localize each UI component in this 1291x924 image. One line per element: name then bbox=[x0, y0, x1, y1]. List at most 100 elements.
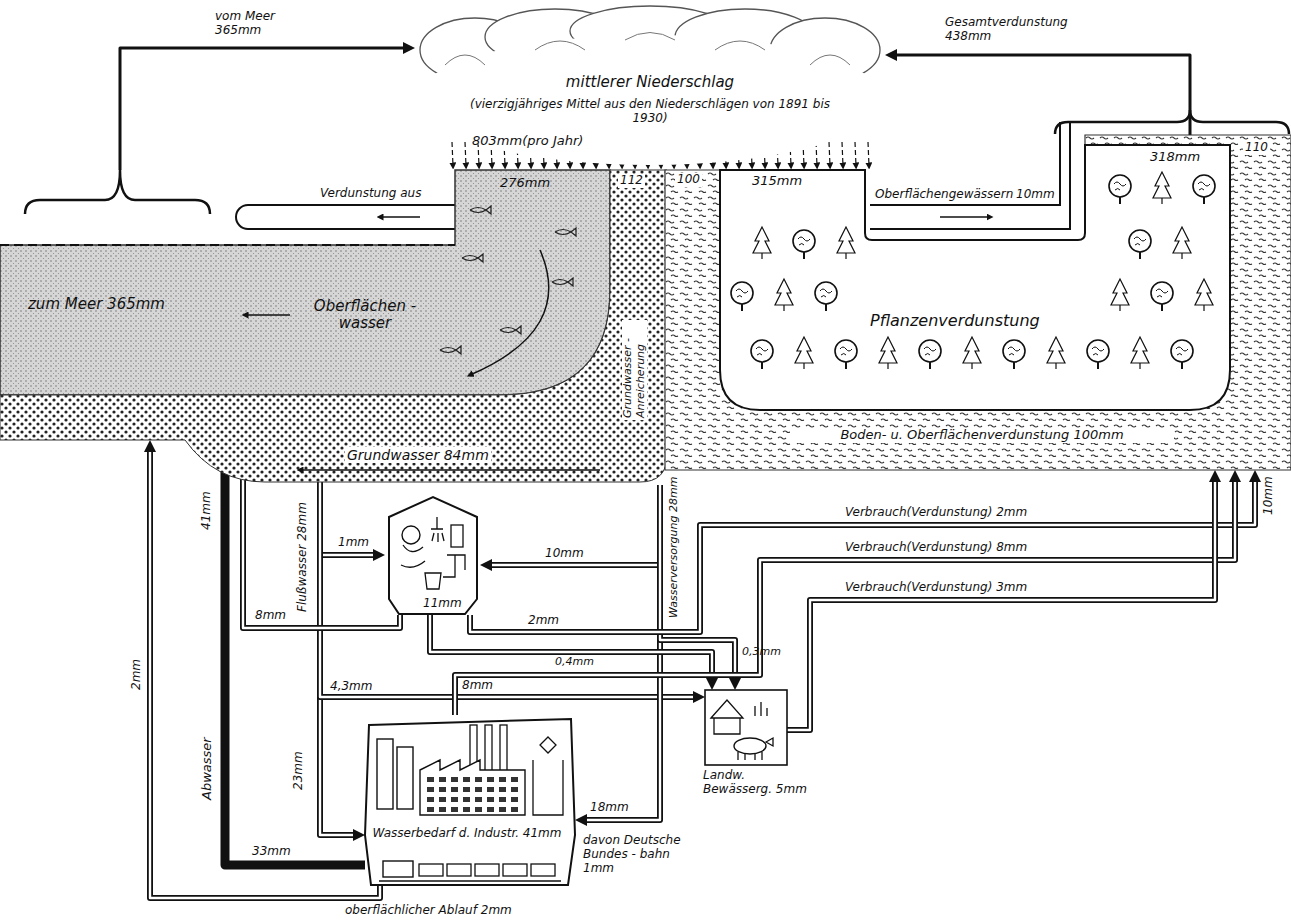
node-text: Pflanzenverdunstung bbox=[870, 312, 1040, 330]
deciduous-tree bbox=[1087, 340, 1109, 362]
locomotive bbox=[383, 861, 413, 877]
boiler bbox=[451, 525, 463, 547]
rain-stroke bbox=[465, 142, 466, 166]
deciduous-tree bbox=[1151, 282, 1173, 304]
fish bbox=[500, 326, 521, 334]
deciduous-tree bbox=[1193, 175, 1215, 197]
flow-label: Flußwasser 28mm bbox=[296, 502, 310, 612]
tree-trunk bbox=[1097, 362, 1099, 369]
edge-label: 0,4mm bbox=[555, 656, 594, 669]
cow-legs bbox=[738, 738, 773, 760]
node-text: 318mm bbox=[1150, 150, 1200, 165]
cloud-curl bbox=[445, 33, 850, 66]
tree-trunk bbox=[803, 252, 805, 259]
window bbox=[499, 807, 506, 812]
deciduous-tree bbox=[919, 340, 941, 362]
groundwater-band-outline bbox=[0, 170, 667, 485]
fish bbox=[440, 346, 461, 354]
tree-trunk bbox=[929, 362, 931, 369]
window bbox=[487, 777, 494, 782]
tree-crown-mark bbox=[1114, 182, 1126, 190]
window bbox=[427, 797, 434, 802]
conifer-tree bbox=[963, 337, 981, 369]
plants bbox=[755, 702, 767, 716]
conifer-tree bbox=[1173, 227, 1191, 259]
industry-box: Wasserbedarf d. Industr. 41mmdavon Deuts… bbox=[365, 715, 575, 885]
node-text: 803mm(pro Jahr) bbox=[472, 134, 583, 149]
conifer-tree bbox=[1047, 337, 1065, 369]
window bbox=[439, 777, 446, 782]
vegetation-shape bbox=[720, 145, 1230, 410]
person-head bbox=[402, 526, 420, 544]
window bbox=[475, 807, 482, 812]
wagon bbox=[419, 864, 443, 876]
connector-pipe-inner bbox=[150, 452, 380, 898]
window bbox=[487, 807, 494, 812]
farm-house bbox=[711, 700, 743, 734]
deciduous-tree bbox=[1109, 175, 1131, 197]
node-text: Grundwasser 84mm bbox=[345, 447, 491, 463]
tree-trunk bbox=[1181, 362, 1183, 369]
silo bbox=[377, 739, 393, 809]
soil-band-shape bbox=[665, 135, 1291, 470]
edge-label: 10mm bbox=[545, 547, 584, 561]
tree-trunk bbox=[825, 304, 827, 311]
fish bbox=[555, 228, 576, 236]
window bbox=[511, 787, 518, 792]
conifer-tree bbox=[1131, 337, 1149, 369]
node-text: Wasserbedarf d. Industr. 41mm bbox=[372, 827, 562, 841]
window bbox=[427, 807, 434, 812]
tree-trunk bbox=[1139, 252, 1141, 259]
wagon bbox=[447, 864, 471, 876]
window bbox=[451, 797, 458, 802]
node-text: 110 bbox=[1243, 141, 1270, 155]
wagon bbox=[503, 864, 527, 876]
tree-crown-mark bbox=[756, 347, 768, 355]
tree-trunk bbox=[1161, 304, 1163, 311]
tree-crown-mark bbox=[736, 289, 748, 297]
window bbox=[463, 787, 470, 792]
flow-connector bbox=[897, 55, 1190, 135]
tree-trunk bbox=[1013, 362, 1015, 369]
window bbox=[439, 797, 446, 802]
window bbox=[499, 797, 506, 802]
window bbox=[451, 807, 458, 812]
conifer-tree bbox=[837, 227, 855, 259]
flow-label: Wasserversorgung 28mm bbox=[668, 477, 681, 618]
node-text: 276mm bbox=[500, 176, 550, 191]
conifer-tree bbox=[1111, 279, 1129, 311]
groundwater-band-shape bbox=[0, 170, 667, 482]
edge-label: 1mm bbox=[338, 536, 369, 550]
window bbox=[511, 777, 518, 782]
fish bbox=[462, 254, 483, 262]
conifer-tree bbox=[1195, 279, 1213, 311]
tree-crown-mark bbox=[1008, 347, 1020, 355]
flow-connector bbox=[225, 458, 365, 865]
edge-label: 0,3mm bbox=[742, 646, 781, 659]
tree-trunk bbox=[761, 362, 763, 369]
soil-band: 100110Boden- u. Oberflächenverdunstung 1… bbox=[665, 135, 1291, 470]
edge-label: vom Meer 365mm bbox=[215, 10, 295, 38]
connector-pipe-inner bbox=[787, 482, 1215, 730]
window bbox=[427, 777, 434, 782]
window bbox=[463, 797, 470, 802]
flow-label: Oberflächengewässern bbox=[875, 188, 1013, 202]
node-text: Boden- u. Oberflächenverdunstung 100mm bbox=[790, 428, 1174, 443]
rain-stroke bbox=[829, 142, 830, 166]
edge-label: Gesamtverdunstung 438mm bbox=[945, 16, 1085, 44]
edge-label: 4,3mm bbox=[330, 680, 372, 694]
chimney bbox=[500, 725, 507, 775]
edge-label: Verbrauch(Verdunstung) 2mm bbox=[845, 506, 1027, 520]
edge-label: 8mm bbox=[255, 609, 286, 623]
tree-crown-mark bbox=[840, 347, 852, 355]
chimney bbox=[485, 725, 492, 775]
node-text: 315mm bbox=[752, 174, 802, 189]
connector-line bbox=[120, 48, 403, 170]
flow-label: 10mm bbox=[1016, 188, 1055, 202]
flow-arrow bbox=[245, 314, 290, 316]
connector-line bbox=[150, 452, 380, 898]
deciduous-tree bbox=[1129, 230, 1151, 252]
tree-crown-mark bbox=[820, 289, 832, 297]
window bbox=[487, 797, 494, 802]
